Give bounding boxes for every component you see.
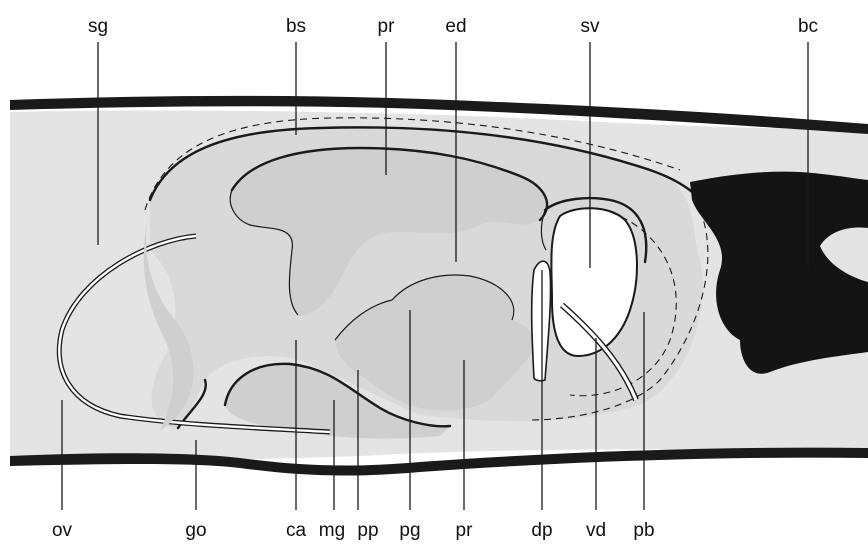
label-bc: bc bbox=[798, 16, 818, 37]
labels-bottom: ov go ca mg pp pg pr dp vd pb bbox=[52, 520, 655, 541]
label-pp: pp bbox=[357, 520, 378, 541]
label-sv: sv bbox=[581, 16, 601, 37]
label-go: go bbox=[185, 520, 206, 541]
label-ed: ed bbox=[445, 16, 466, 37]
label-vd: vd bbox=[586, 520, 606, 541]
label-mg: mg bbox=[319, 520, 345, 541]
label-dp: dp bbox=[531, 520, 552, 541]
label-pb: pb bbox=[633, 520, 654, 541]
labels-top: sg bs pr ed sv bc bbox=[88, 16, 818, 37]
label-ov: ov bbox=[52, 520, 73, 541]
label-ca: ca bbox=[286, 520, 307, 541]
label-pr-bottom: pr bbox=[456, 520, 474, 541]
label-sg: sg bbox=[88, 16, 108, 37]
label-pg: pg bbox=[399, 520, 420, 541]
label-bs: bs bbox=[286, 16, 306, 37]
label-pr-top: pr bbox=[378, 16, 396, 37]
